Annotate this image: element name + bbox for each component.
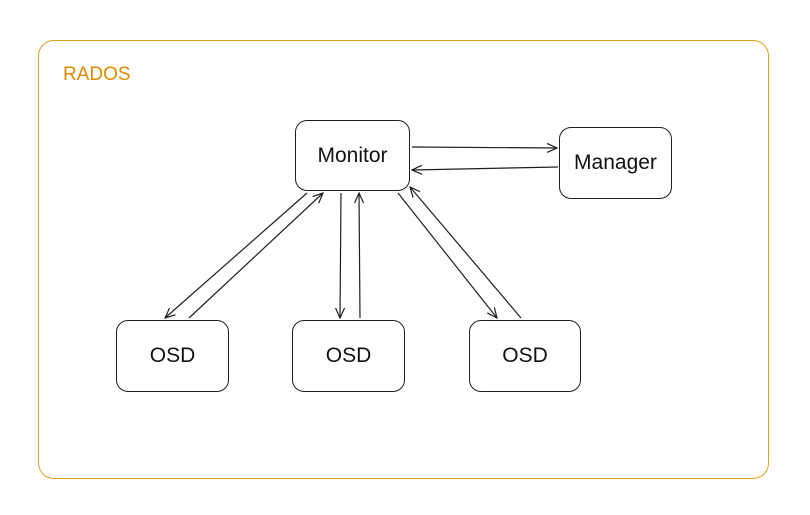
edge-monitor-to-osd-2 <box>340 192 341 318</box>
edge-manager-to-monitor <box>412 167 559 170</box>
edge-osd-1-to-monitor <box>188 193 323 319</box>
osd-label-1: OSD <box>149 344 196 367</box>
edge-osd-2-to-monitor <box>359 193 360 319</box>
osd-node-2: OSD <box>292 320 405 392</box>
manager-node: Manager <box>559 127 672 199</box>
osd-node-3: OSD <box>469 320 581 392</box>
monitor-node: Monitor <box>295 120 410 191</box>
osd-node-1: OSD <box>116 320 229 392</box>
osd-label-3: OSD <box>502 344 548 367</box>
edge-monitor-to-manager <box>411 147 557 148</box>
edge-osd-3-to-monitor <box>410 187 522 319</box>
edge-monitor-to-osd-1 <box>165 192 308 318</box>
rados-container: RADOS <box>38 40 769 479</box>
osd-label-2: OSD <box>325 344 372 367</box>
monitor-label: Monitor <box>317 143 388 167</box>
container-label: RADOS <box>63 64 131 85</box>
edge-monitor-to-osd-3 <box>397 192 497 318</box>
manager-label: Manager <box>574 151 657 174</box>
